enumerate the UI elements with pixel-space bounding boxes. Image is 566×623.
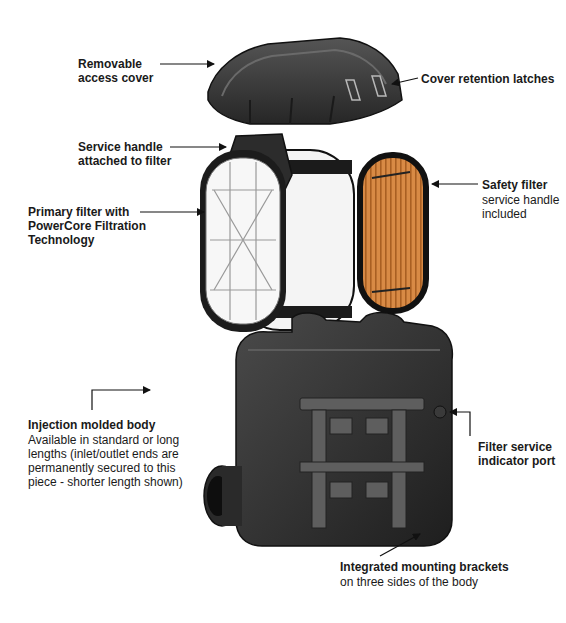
callout-label: Injection molded body [28, 418, 198, 432]
primary-filter [200, 134, 354, 332]
mounting-bracket [300, 398, 424, 528]
callout-label: Safety filter [482, 178, 562, 192]
callout-label: Primary filter with PowerCore Filtration… [28, 205, 163, 247]
callout-label: service handle included [482, 193, 562, 221]
callout-label: Removable access cover [78, 57, 168, 85]
access-cover [208, 38, 402, 124]
callout-label: Integrated mounting brackets [340, 560, 555, 574]
safety-filter [360, 155, 426, 311]
callout-label: on three sides of the body [340, 575, 555, 589]
retention-latch [346, 76, 386, 100]
callout-label: Available in standard or long lengths (i… [28, 433, 198, 489]
filter-body [204, 313, 452, 546]
callout-label: Cover retention latches [421, 72, 561, 86]
callout-label: Filter service indicator port [478, 440, 562, 468]
callout-label: Service handle attached to filter [78, 140, 190, 168]
